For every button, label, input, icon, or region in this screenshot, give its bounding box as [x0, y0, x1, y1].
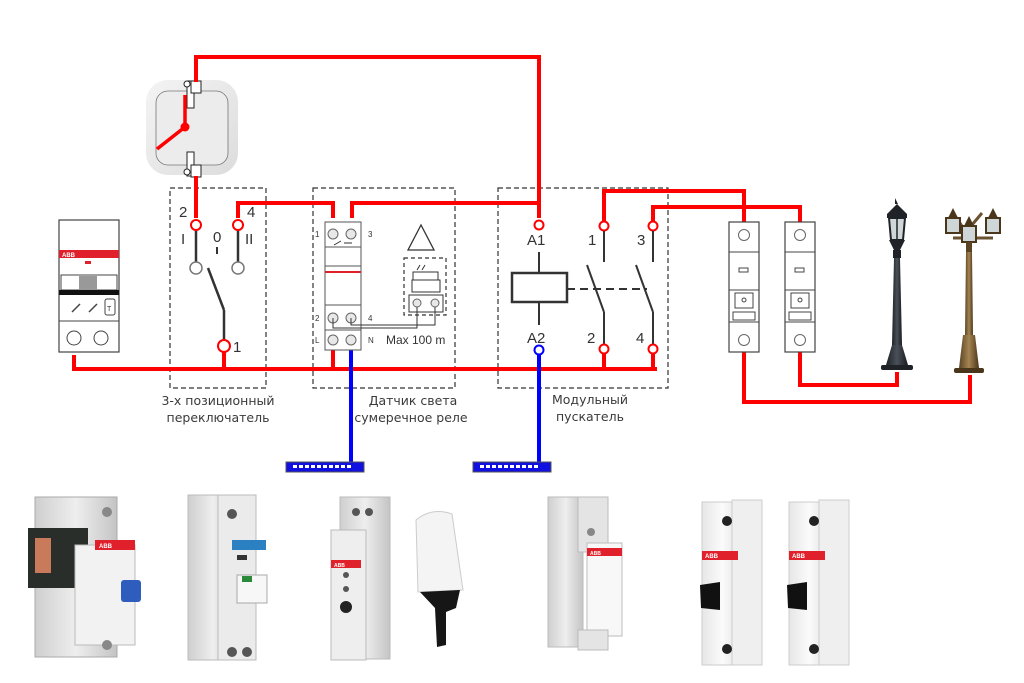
- contactor-t2-label: 2: [587, 330, 595, 347]
- sensor-terminal-4-label: 4: [368, 314, 373, 323]
- breaker1-photo-brand: ABB: [705, 554, 719, 560]
- contactor-boundary: [497, 187, 669, 389]
- contactor-symbol: A1 A2 1 3 2 4: [510, 219, 659, 356]
- rcd-brand: ABB: [62, 253, 76, 259]
- contactor-terminal-2: [598, 343, 610, 355]
- contactor-terminal-a1: [533, 219, 545, 231]
- sensor-boundary: [312, 187, 456, 389]
- rcd-photo-brand: ABB: [99, 544, 113, 550]
- wire-wall-to-a1: [194, 55, 541, 218]
- relay-photo-brand: ABB: [334, 563, 345, 569]
- switch3-terminal-1-label: 1: [233, 339, 241, 356]
- wire-breaker2-lamp1: [798, 352, 899, 387]
- switch3-lever: [206, 267, 226, 311]
- max-distance-note: Max 100 m: [386, 333, 445, 347]
- contactor-terminal-1: [598, 220, 610, 232]
- breaker-symbol-2: [784, 221, 816, 353]
- contactor-a1-label: A1: [527, 232, 545, 249]
- contactor-t3-label: 3: [637, 232, 645, 249]
- contactor-terminal-3: [647, 220, 659, 232]
- street-lamp-triple: [945, 208, 1001, 373]
- switch3-caption-line1: 3-х позиционный: [161, 393, 274, 408]
- neutral-busbar-1: [285, 461, 365, 473]
- sensor-terminal-3-label: 3: [368, 230, 373, 239]
- wall-switch-pivot: [180, 122, 190, 132]
- triangle-icon: [406, 223, 436, 251]
- switch3-terminal-1: [217, 339, 231, 353]
- contactor-coil: [510, 271, 569, 304]
- wall-switch-terminal-top: [183, 80, 202, 109]
- contactor-terminal-4: [647, 343, 659, 355]
- svg-text:T: T: [107, 306, 112, 313]
- contactor-terminal-a2: [533, 344, 545, 356]
- phase-bus-wire: [72, 355, 657, 371]
- wall-switch-terminal-bottom: [183, 151, 202, 178]
- contactor-a2-label: A2: [527, 330, 545, 347]
- switch3-caption-line2: переключатель: [167, 410, 270, 425]
- switch3-boundary: [169, 187, 267, 389]
- phase-wires: [72, 55, 972, 404]
- wire-breaker1-lamp2: [742, 352, 972, 404]
- switch-photo: [187, 494, 268, 661]
- breaker2-photo-brand: ABB: [792, 554, 806, 560]
- neutral-busbar-2: [472, 461, 552, 473]
- twilight-relay-photo: ABB: [330, 496, 391, 661]
- rcd-photo: ABB: [28, 496, 141, 658]
- switch3-terminal-4: [232, 219, 244, 231]
- rcd-symbol: ABB T: [58, 219, 120, 353]
- sensor-caption-line1: Датчик света: [369, 393, 458, 408]
- contactor-caption-line2: пускатель: [556, 409, 624, 424]
- switch3-terminal-4-label: 4: [247, 204, 255, 221]
- sensor-caption-line2: сумеречное реле: [354, 410, 467, 425]
- neutral-wires: [349, 350, 541, 462]
- abb-stripe: [59, 250, 119, 258]
- sensor-terminal-1-label: 1: [315, 230, 320, 239]
- sensor-terminal-l-label: L: [315, 336, 320, 345]
- wire-t3-breaker2: [651, 205, 802, 222]
- wire-sensor-to-a1: [350, 201, 539, 218]
- street-lamp-single: [881, 198, 913, 370]
- switch3-position-0-label: 0: [213, 229, 221, 246]
- sensor-symbol: 1 3 2 4 L N Max 100 m: [315, 221, 447, 351]
- contactor-photo: ABB: [547, 496, 623, 651]
- switch3-terminal-2-label: 2: [179, 204, 187, 221]
- switch3-position-2-label: II: [245, 231, 253, 248]
- breaker-photo-1: ABB: [700, 499, 763, 666]
- photo-sensor-photo: [415, 511, 464, 647]
- wall-switch: [146, 80, 238, 178]
- contactor-t4-label: 4: [636, 330, 644, 347]
- contactor-t1-label: 1: [588, 232, 596, 249]
- wall-switch-lever: [155, 125, 187, 151]
- wire-t4-to-sensor: [236, 201, 335, 218]
- switch3-position-1-label: I: [181, 231, 185, 248]
- wire-contactor-t4: [604, 349, 655, 371]
- contactor-photo-brand: ABB: [590, 551, 601, 557]
- switch3-terminal-2: [190, 219, 202, 231]
- sensor-terminal-2-label: 2: [315, 314, 320, 323]
- switch3-symbol: 2 4 I 0 II 1: [179, 204, 255, 356]
- sensor-terminal-n-label: N: [368, 336, 374, 345]
- breaker-photo-2: ABB: [787, 499, 850, 666]
- breaker-symbol-1: [728, 221, 760, 353]
- contactor-caption-line1: Модульный: [552, 392, 628, 407]
